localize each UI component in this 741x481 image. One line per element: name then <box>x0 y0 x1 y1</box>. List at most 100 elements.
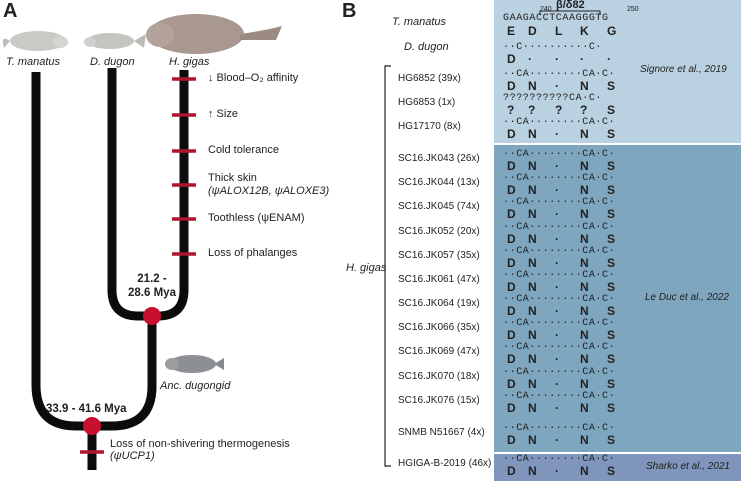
trait-cold: Cold tolerance <box>208 144 279 156</box>
amino-acid: N <box>528 304 537 318</box>
sample-label: HG6853 (1x) <box>398 97 456 108</box>
amino-acid: N <box>528 207 537 221</box>
nucleotide-sequence: ··CA········CA·C· <box>503 342 616 353</box>
amino-acid: · <box>607 52 611 66</box>
node-inner-label: 21.2 - 28.6 Mya <box>128 273 176 299</box>
amino-acid: ? <box>580 103 588 117</box>
amino-acid: N <box>528 401 537 415</box>
trait-thick-skin: Thick skin (ψALOX12B, ψALOXE3) <box>208 172 330 197</box>
sample-label: SC16.JK044 (13x) <box>398 177 480 188</box>
amino-acid: D <box>507 183 516 197</box>
ref-name: T. manatus <box>392 16 447 28</box>
amino-acid: · <box>555 304 559 318</box>
amino-acid: N <box>528 127 537 141</box>
amino-acid: S <box>607 377 616 391</box>
steller-sea-cow-image <box>146 14 282 54</box>
sample-label: SC16.JK070 (18x) <box>398 371 480 382</box>
citation-leduc: Le Duc et al., 2022 <box>645 292 729 303</box>
trait-nst: Loss of non-shivering thermogenesis (ψUC… <box>110 438 290 462</box>
amino-acid: ? <box>555 103 563 117</box>
amino-acid: N <box>580 280 589 294</box>
amino-acid: · <box>555 127 559 141</box>
amino-acid: S <box>607 433 616 447</box>
amino-acid: D <box>507 127 516 141</box>
amino-acid: N <box>528 183 537 197</box>
sample-label: SC16.JK064 (19x) <box>398 298 480 309</box>
beta-bracket <box>539 10 601 15</box>
nucleotide-sequence: ··CA········CA·C· <box>503 117 616 128</box>
amino-acid: S <box>607 256 616 270</box>
nucleotide-sequence: ··CA········CA·C· <box>503 367 616 378</box>
nucleotide-sequence: ··C··········C· <box>503 42 603 53</box>
nucleotide-sequence: ··CA········CA·C· <box>503 391 616 402</box>
sample-label: SC16.JK052 (20x) <box>398 226 480 237</box>
amino-acid: N <box>580 401 589 415</box>
node-inner <box>143 307 161 325</box>
amino-acid: S <box>607 79 616 93</box>
amino-acid: N <box>580 159 589 173</box>
nucleotide-sequence: ··CA········CA·C· <box>503 270 616 281</box>
amino-acid: N <box>580 328 589 342</box>
amino-acid: S <box>607 183 616 197</box>
amino-acid: D <box>507 304 516 318</box>
amino-acid: N <box>528 280 537 294</box>
amino-acid: N <box>580 304 589 318</box>
sample-label: SC16.JK057 (35x) <box>398 250 480 261</box>
panel-b-label: B <box>342 0 357 22</box>
amino-acid: N <box>580 433 589 447</box>
amino-acid: N <box>580 352 589 366</box>
sample-label: SC16.JK045 (74x) <box>398 201 480 212</box>
amino-acid: D <box>507 352 516 366</box>
manatee-image <box>2 31 68 51</box>
amino-acid: D <box>507 433 516 447</box>
amino-acid: · <box>555 232 559 246</box>
nucleotide-sequence: ··CA········CA·C· <box>503 69 616 80</box>
amino-acid: ? <box>528 103 536 117</box>
amino-acid: · <box>555 183 559 197</box>
amino-acid: N <box>580 256 589 270</box>
citation-sharko: Sharko et al., 2021 <box>646 461 730 472</box>
taxon-manatus: T. manatus <box>6 56 61 68</box>
nucleotide-sequence: ··CA········CA·C· <box>503 222 616 233</box>
amino-acid: · <box>555 256 559 270</box>
amino-acid: N <box>580 79 589 93</box>
amino-acid: N <box>580 377 589 391</box>
taxon-gigas: H. gigas <box>169 56 210 68</box>
amino-acid: N <box>528 256 537 270</box>
dugong-image <box>84 33 146 49</box>
amino-acid: S <box>607 103 616 117</box>
node-root <box>83 417 101 435</box>
amino-acid: S <box>607 159 616 173</box>
sample-label: HG6852 (39x) <box>398 73 461 84</box>
amino-acid: · <box>555 159 559 173</box>
amino-acid: S <box>607 304 616 318</box>
nucleotide-sequence: ??????????CA·C· <box>503 93 603 104</box>
amino-acid: · <box>555 433 559 447</box>
amino-acid: N <box>580 464 589 478</box>
signore-block-bg <box>494 0 741 143</box>
sample-label: SC16.JK066 (35x) <box>398 322 480 333</box>
amino-acid: S <box>607 207 616 221</box>
amino-acid: D <box>507 464 516 478</box>
nucleotide-sequence: ··CA········CA·C· <box>503 149 616 160</box>
amino-acid: · <box>580 52 584 66</box>
amino-acid: · <box>555 464 559 478</box>
amino-acid: D <box>507 328 516 342</box>
panel-a-label: A <box>3 0 18 22</box>
nucleotide-sequence: ··CA········CA·C· <box>503 318 616 329</box>
trait-blood-o2: ↓ Blood–O₂ affinity <box>208 72 299 84</box>
amino-acid: N <box>580 232 589 246</box>
amino-acid: D <box>507 401 516 415</box>
amino-acid: D <box>507 232 516 246</box>
amino-acid: D <box>507 159 516 173</box>
position-240: 240 <box>540 6 552 13</box>
leduc-block-bg <box>494 145 741 452</box>
node-root-label: 33.9 - 41.6 Mya <box>46 403 127 415</box>
amino-acid: · <box>555 52 559 66</box>
gigas-label: H. gigas <box>346 262 387 274</box>
sample-label: HG17170 (8x) <box>398 121 461 132</box>
trait-size: ↑ Size <box>208 108 238 120</box>
amino-acid: D <box>507 280 516 294</box>
